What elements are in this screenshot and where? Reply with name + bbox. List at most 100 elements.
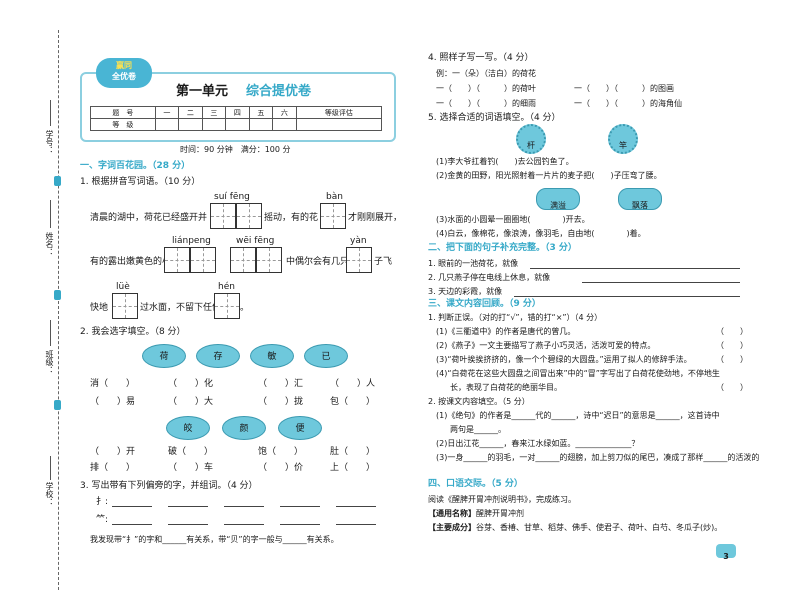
fill-item[interactable]: （ ）易 (90, 397, 136, 407)
lotus-leaf: 颜 (222, 416, 266, 440)
answer-box-3[interactable] (320, 203, 346, 229)
score-cell[interactable] (154, 118, 180, 131)
answer-box-2[interactable] (236, 203, 262, 229)
q1-text-line2b: 中偶尔会有几只 (286, 257, 350, 267)
fill-item[interactable]: 肚（ ） (330, 447, 376, 457)
lotus-leaf: 存 (196, 344, 240, 368)
radical-2-blanks[interactable] (112, 524, 388, 525)
class-line (50, 320, 51, 346)
score-cell[interactable] (178, 118, 203, 131)
answer-box-9[interactable] (112, 293, 138, 319)
fill-item[interactable]: 消（ ） (90, 379, 136, 389)
answer-box-6[interactable] (230, 247, 256, 273)
score-cell[interactable] (248, 118, 274, 131)
fill-item[interactable]: 饱（ ） (258, 447, 304, 457)
fill-item[interactable]: （ ）价 (258, 463, 304, 473)
complete-sentence: 2. 几只燕子停在电线上休息，就像 (428, 273, 551, 282)
lotus-leaf: 便 (278, 416, 322, 440)
score-cell: 六 (272, 106, 297, 119)
fill-item[interactable]: （ ）拢 (258, 397, 304, 407)
answer-line[interactable] (530, 268, 740, 269)
section3-title: 三、课文内容回顾。（9 分） (428, 299, 541, 309)
q4-fill[interactable]: 一（ ）（ ）的图画 (574, 84, 674, 93)
radical-1-blanks[interactable] (112, 506, 388, 507)
score-cell[interactable] (225, 118, 250, 131)
student-id-label: 学号： (45, 130, 54, 154)
badge-line2: 全优卷 (112, 72, 136, 81)
fill-sentence[interactable]: (3)一身______的羽毛，一对______的翅膀，加上剪刀似的尾巴，凑成了那… (436, 453, 760, 462)
fill-item[interactable]: 破（ ） (168, 447, 214, 457)
fill-item[interactable]: （ ）大 (168, 397, 214, 407)
q5-sentence: (3)水面的小圆晕一圈圈地( )开去。 (436, 215, 590, 224)
answer-box-4[interactable] (164, 247, 190, 273)
leaf-char: 荷 (159, 352, 169, 362)
fill-item[interactable]: （ ）汇 (258, 379, 304, 389)
badge-line1: 赢同 (116, 61, 132, 70)
answer-box-7[interactable] (256, 247, 282, 273)
fill-item[interactable]: （ ）化 (168, 379, 214, 389)
fill-item[interactable]: （ ）开 (90, 447, 136, 457)
fill-sentence[interactable]: (1)《绝句》的作者是______代的______，诗中“迟日”的意思是____… (436, 411, 720, 420)
fill-item[interactable]: （ ）车 (168, 463, 214, 473)
ingredients-label: 【主要成分】 (428, 523, 476, 532)
radical-1: 扌: (96, 497, 109, 507)
score-cell: 等 级 (90, 118, 156, 131)
score-cell: 一 (154, 106, 180, 119)
score-cell[interactable] (272, 118, 297, 131)
q5-sentence: (2)金黄的田野，阳光照射着一片片的麦子把( )子压弯了腰。 (436, 171, 662, 180)
leaf-char: 颜 (239, 424, 249, 434)
q1-text-line1c: 才刚刚展开， (348, 213, 403, 223)
score-cell[interactable] (295, 118, 383, 131)
pinyin-lianpeng: liánpeng (172, 236, 211, 246)
class-label: 班级： (45, 350, 54, 374)
fill-item[interactable]: 排（ ） (90, 463, 136, 473)
answer-box-5[interactable] (190, 247, 216, 273)
fill-sentence[interactable]: 两句是______。 (450, 425, 506, 434)
judge-bracket[interactable]: （ ） (716, 341, 748, 350)
judge-bracket[interactable]: （ ） (716, 355, 748, 364)
section4-intro: 阅读《醒脾开胃冲剂说明书》，完成练习。 (428, 495, 576, 504)
q5-label: 5. 选择合适的词语填空。（4 分） (428, 113, 561, 123)
q5-sentence: (4)白云，像棉花，像浪涛，像羽毛，自由地( )着。 (436, 229, 646, 238)
leaf-char: 皎 (183, 424, 193, 434)
binding-line (58, 30, 59, 590)
q4-fill[interactable]: 一（ ）（ ）的荷叶 (436, 84, 536, 93)
seal-mark-3 (54, 400, 61, 410)
judge-bracket[interactable]: （ ） (716, 383, 748, 392)
answer-line[interactable] (514, 296, 740, 297)
school-label: 学校： (45, 482, 54, 506)
score-table: 题 号 一 二 三 四 五 六 等级评估 等 级 (90, 106, 383, 131)
ingredients-row: 【主要成分】谷芽、香椿、甘草、稻芽、佛手、使君子、荷叶、白芍、冬瓜子(炒)。 (428, 522, 722, 533)
unit-subtitle: 综合提优卷 (246, 84, 312, 99)
ingredients: 谷芽、香椿、甘草、稻芽、佛手、使君子、荷叶、白芍、冬瓜子(炒)。 (476, 523, 723, 532)
q3-label: 3. 写出带有下列偏旁的字，并组词。（4 分） (80, 481, 258, 491)
fill-item[interactable]: （ ）人 (330, 379, 376, 389)
answer-box-8[interactable] (346, 247, 372, 273)
judge-bracket[interactable]: （ ） (716, 327, 748, 336)
q4-label: 4. 照样子写一写。（4 分） (428, 53, 534, 63)
radical-2: ⺮: (96, 515, 109, 525)
leaf-char: 存 (213, 352, 223, 362)
fill-item[interactable]: 包（ ） (330, 397, 376, 407)
fill-sentence[interactable]: (2)日出江花______，春来江水绿如蓝。______________？ (436, 439, 640, 448)
answer-box-1[interactable] (210, 203, 236, 229)
section1-title: 一、字词百花园。（28 分） (80, 161, 191, 171)
score-cell[interactable] (201, 118, 227, 131)
student-id-line (50, 100, 51, 126)
q1-label: 1. 根据拼音写词语。（10 分） (80, 177, 201, 187)
q5-sentence: (1)李大爷扛着钓( )去公园钓鱼了。 (436, 157, 574, 166)
q1-text-line2a: 有的露出嫩黄色的小 (90, 257, 172, 267)
q1-text-line3a: 快地 (90, 303, 109, 313)
q1-text-line1b: 摇动，有的花 (264, 213, 319, 223)
pinyin-lue: lüè (116, 282, 130, 292)
q4-example: 例：一（朵）（洁白）的荷花 (436, 69, 536, 78)
answer-box-10[interactable] (214, 293, 240, 319)
q4-fill[interactable]: 一（ ）（ ）的细雨 (436, 99, 536, 108)
q4-fill[interactable]: 一（ ）（ ）的海角仙 (574, 99, 682, 108)
unit-title: 第一单元 (176, 84, 229, 99)
fill-item[interactable]: 上（ ） (330, 463, 376, 473)
answer-line[interactable] (582, 282, 740, 283)
name-line (50, 200, 51, 228)
badge: 赢同 全优卷 (96, 58, 152, 88)
school-line (50, 456, 51, 480)
